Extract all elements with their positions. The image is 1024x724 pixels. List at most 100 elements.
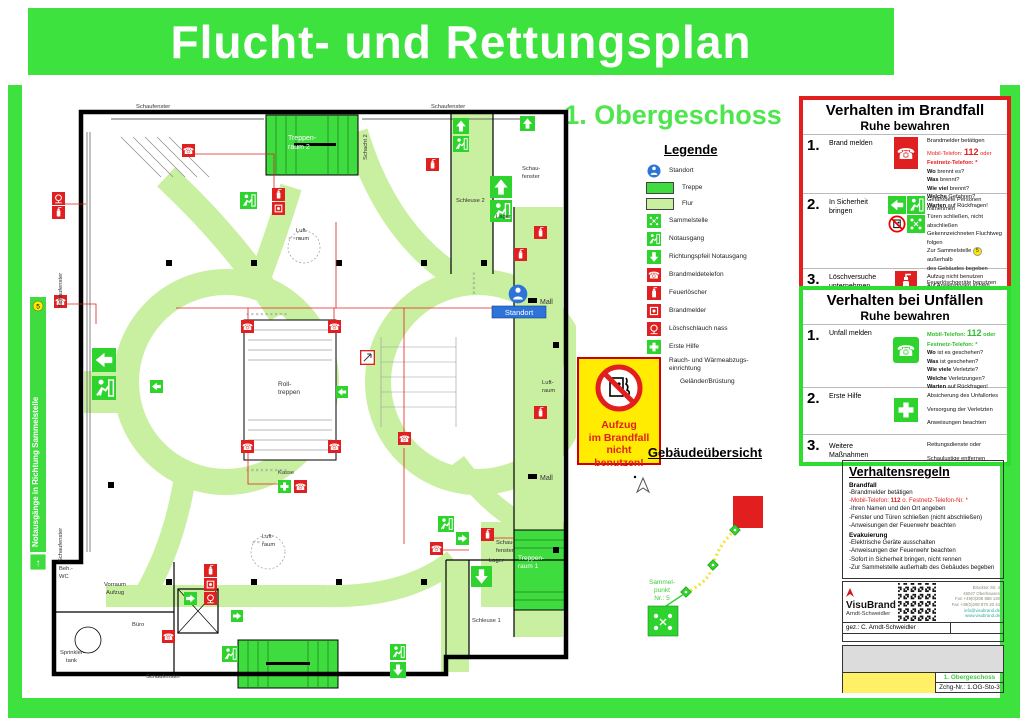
svg-text:Mall: Mall bbox=[540, 299, 553, 306]
legend-item: Rauch- und Wärmeabzugs-einrichtung bbox=[646, 357, 806, 372]
fire-extinguisher-icon bbox=[534, 406, 547, 419]
svg-text:Vorraum: Vorraum bbox=[104, 582, 126, 588]
empty-row bbox=[843, 633, 1003, 642]
fire-phone-icon bbox=[328, 440, 341, 453]
title-block: 1. Obergeschoss Zchg-Nr.: 1.OG-Sto-3 bbox=[842, 645, 1004, 693]
titleblock-blank-field bbox=[843, 646, 1003, 673]
fire-extinguisher-icon bbox=[52, 206, 65, 219]
unfall-step-1: 1. Unfall melden ☎ Mobil-Telefon: 112 od… bbox=[803, 324, 1007, 390]
assembly-point-icon bbox=[646, 213, 661, 228]
legend-item: Treppe bbox=[646, 181, 806, 194]
sammelpunkt-label: Sammel- punkt Nr.: 5 bbox=[649, 579, 675, 602]
svg-text:Beh.-: Beh.- bbox=[59, 566, 73, 572]
emergency-exit-icon bbox=[92, 376, 116, 400]
exit-arrow-left-icon bbox=[336, 386, 348, 398]
unfall-panel: Verhalten bei Unfällen Ruhe bewahren 1. … bbox=[799, 286, 1011, 466]
emergency-exit-icon bbox=[438, 516, 454, 532]
svg-text:Schaufenster: Schaufenster bbox=[136, 104, 170, 110]
legend-item: × × Geländer/Brüstung bbox=[646, 375, 806, 388]
brandfall-panel: Verhalten im Brandfall Ruhe bewahren 1. … bbox=[799, 96, 1011, 301]
exit-arrow-up-icon bbox=[520, 116, 535, 131]
exit-arrow-up-icon bbox=[453, 118, 469, 134]
stairwell-south bbox=[237, 639, 339, 689]
frame-bottom bbox=[8, 698, 1020, 718]
fire-phone-icon bbox=[241, 440, 254, 453]
standort-label: Standort bbox=[505, 308, 534, 317]
route-swoosh-nw bbox=[157, 167, 293, 321]
svg-text:Schacht 2: Schacht 2 bbox=[363, 134, 369, 160]
svg-text:Lager: Lager bbox=[496, 214, 511, 220]
svg-text:Nr.: 5: Nr.: 5 bbox=[654, 595, 670, 602]
legend: Legende Standort Treppe Flur Sammelstell… bbox=[646, 142, 806, 391]
emergency-exit-icon bbox=[390, 644, 406, 660]
fire-phone-icon: ☎ bbox=[894, 137, 918, 169]
page-title: Flucht- und Rettungsplan bbox=[170, 15, 752, 68]
emergency-exit-icon bbox=[906, 196, 925, 214]
route-stair2-link bbox=[245, 183, 302, 293]
legend-item: Standort bbox=[646, 163, 806, 178]
unfall-subtitle: Ruhe bewahren bbox=[860, 309, 950, 323]
svg-text:treppen: treppen bbox=[278, 389, 300, 396]
svg-text:Sammel-: Sammel- bbox=[649, 579, 675, 586]
unfall-title: Verhalten bei Unfällen bbox=[826, 292, 984, 309]
elevator-warning-sign: Aufzug im Brandfall nicht benutzen! bbox=[577, 357, 661, 469]
evakuierung-section-heading: Evakuierung bbox=[849, 532, 888, 540]
company-logo: VisuBrand Arndt-Schweidler bbox=[843, 587, 898, 617]
qr-code bbox=[898, 583, 936, 621]
svg-text:raum: raum bbox=[296, 236, 309, 242]
logo-mark-icon bbox=[846, 587, 854, 597]
building-footprint bbox=[733, 496, 763, 528]
svg-text:fenster: fenster bbox=[496, 548, 514, 554]
svg-text:☎: ☎ bbox=[897, 343, 916, 360]
uebersicht-heading: Gebäudeübersicht bbox=[647, 445, 763, 460]
shelving-hatch bbox=[120, 136, 210, 178]
verhaltensregeln-heading: Verhaltensregeln bbox=[849, 465, 950, 479]
svg-text:× × ×: × × × bbox=[252, 540, 265, 546]
exit-arrow-down-icon bbox=[471, 566, 492, 587]
route-swoosh-sw bbox=[134, 468, 197, 602]
company-address: Brücktor Str. 4 46047 Oberhausen Fon +49… bbox=[951, 585, 1000, 619]
svg-text:Roll-: Roll- bbox=[278, 381, 291, 388]
svg-text:Schaufenster: Schaufenster bbox=[146, 674, 180, 680]
fire-extinguisher-icon bbox=[514, 248, 527, 261]
banner-badge: 5 bbox=[36, 304, 40, 311]
legend-item: Notausgang bbox=[646, 231, 806, 246]
corridor-swatch bbox=[646, 197, 674, 210]
svg-text:raum 2: raum 2 bbox=[288, 144, 310, 151]
standort-icon bbox=[646, 163, 661, 178]
railing-marks: × × × × × × × × × × × × × × × × × × × × … bbox=[246, 236, 476, 546]
stair-swatch bbox=[646, 181, 674, 194]
fire-phone-icon bbox=[646, 267, 661, 282]
fire-extinguisher-icon bbox=[534, 226, 547, 239]
svg-text:Treppen-: Treppen- bbox=[288, 135, 317, 142]
svg-text:raum: raum bbox=[262, 542, 275, 548]
building-overview: Sammel- punkt Nr.: 5 bbox=[633, 475, 763, 637]
fire-alarm-icon bbox=[646, 303, 661, 318]
direction-arrow-icon bbox=[646, 249, 661, 264]
mall-markers bbox=[528, 298, 537, 479]
svg-text:Luft-: Luft- bbox=[296, 228, 308, 234]
exit-arrow-up-icon bbox=[490, 176, 512, 198]
evacuation-route-path bbox=[683, 528, 737, 596]
brandfall-step-2: 2. In Sicherheit bringen Gefährdete Pers… bbox=[803, 193, 1007, 289]
exit-arrow-right-icon bbox=[231, 610, 243, 622]
legend-item: Löschschlauch nass bbox=[646, 321, 806, 336]
titleblock-floor: 1. Obergeschoss bbox=[936, 673, 1003, 683]
fire-phone-icon bbox=[398, 432, 411, 445]
no-elevator-icon bbox=[888, 215, 905, 233]
smoke-vent-icon bbox=[360, 350, 375, 365]
first-aid-icon bbox=[278, 480, 291, 493]
unfall-step-3: 3. Weitere Maßnahmen Rettungsdienste ode… bbox=[803, 434, 1007, 469]
route-mall-link bbox=[448, 455, 530, 534]
first-aid-icon bbox=[646, 339, 661, 354]
standort-icon bbox=[508, 284, 528, 304]
stairwells bbox=[237, 114, 567, 689]
fire-extinguisher-icon bbox=[426, 158, 439, 171]
svg-text:Schleuse 2: Schleuse 2 bbox=[456, 198, 485, 204]
svg-text:fenster: fenster bbox=[522, 174, 540, 180]
svg-text:× × × × × × × × ×: × × × × × × × × × bbox=[246, 468, 287, 474]
svg-text:raum: raum bbox=[542, 388, 555, 394]
fire-phone-icon bbox=[162, 630, 175, 643]
floor-plan: ☎ bbox=[29, 104, 576, 689]
exit-arrow-down-icon bbox=[390, 662, 406, 678]
